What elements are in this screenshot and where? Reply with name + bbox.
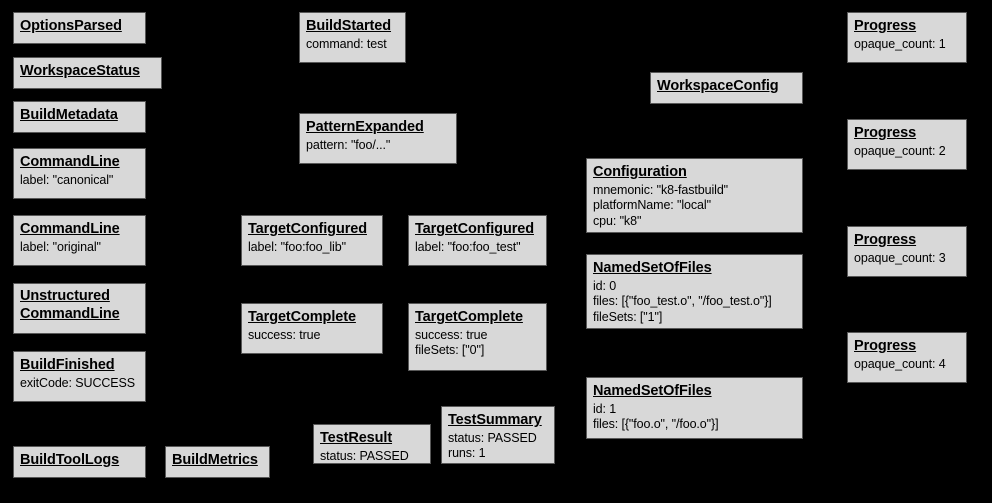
node-workspace-config[interactable]: WorkspaceConfig <box>650 72 803 104</box>
node-field: label: "original" <box>20 239 101 254</box>
node-fields: command: test <box>306 37 399 53</box>
node-title: Progress <box>854 232 917 248</box>
node-title: Configuration <box>593 164 687 180</box>
node-field: success: true <box>248 327 321 342</box>
node-progress-1[interactable]: Progress opaque_count: 1 <box>847 12 967 63</box>
node-fields: mnemonic: "k8-fastbuild"platformName: "l… <box>593 183 796 230</box>
node-progress-3[interactable]: Progress opaque_count: 3 <box>847 226 967 277</box>
node-title: CommandLine <box>20 221 120 237</box>
node-field: mnemonic: "k8-fastbuild" <box>593 182 729 197</box>
node-field: fileSets: ["0"] <box>415 343 485 358</box>
node-title: BuildMetadata <box>20 107 118 123</box>
node-field: id: 0 <box>593 278 617 293</box>
node-field: exitCode: SUCCESS <box>20 375 136 390</box>
node-field: cpu: "k8" <box>593 213 642 228</box>
node-field: pattern: "foo/..." <box>306 137 391 152</box>
node-field: label: "foo:foo_lib" <box>248 239 346 254</box>
node-fields: status: PASSED <box>320 448 424 463</box>
node-build-started[interactable]: BuildStarted command: test <box>299 12 406 63</box>
node-pattern-expanded[interactable]: PatternExpanded pattern: "foo/..." <box>299 113 457 164</box>
node-fields: label: "canonical" <box>20 173 139 189</box>
node-configuration[interactable]: Configuration mnemonic: "k8-fastbuild"pla… <box>586 158 803 233</box>
node-field: command: test <box>306 36 387 51</box>
node-title: BuildFinished <box>20 357 115 373</box>
node-field: opaque_count: 3 <box>854 250 946 265</box>
node-title: WorkspaceConfig <box>657 78 779 94</box>
node-title: TestResult <box>320 430 393 446</box>
node-field: fileSets: ["1"] <box>593 309 663 324</box>
node-fields: label: "original" <box>20 240 139 256</box>
node-title: Progress <box>854 18 917 34</box>
node-title: TestSummary <box>448 412 542 428</box>
node-field: id: 1 <box>593 401 617 416</box>
node-title: Progress <box>854 338 917 354</box>
node-title: TargetComplete <box>248 309 356 325</box>
node-command-line-canonical[interactable]: CommandLine label: "canonical" <box>13 148 146 199</box>
node-title: BuildMetrics <box>172 452 258 468</box>
node-field: status: PASSED <box>320 448 409 463</box>
node-title: WorkspaceStatus <box>20 63 140 79</box>
node-target-configured-foo-test[interactable]: TargetConfigured label: "foo:foo_test" <box>408 215 547 266</box>
node-field: opaque_count: 4 <box>854 356 946 371</box>
node-target-configured-foo-lib[interactable]: TargetConfigured label: "foo:foo_lib" <box>241 215 383 266</box>
node-field: files: [{"foo.o", "/foo.o"}] <box>593 417 719 432</box>
node-field: platformName: "local" <box>593 198 711 213</box>
node-fields: opaque_count: 3 <box>854 251 960 267</box>
node-fields: pattern: "foo/..." <box>306 138 450 154</box>
node-title: CommandLine <box>20 154 120 170</box>
node-build-tool-logs[interactable]: BuildToolLogs <box>13 446 146 478</box>
node-title: TargetConfigured <box>415 221 534 237</box>
node-title: NamedSetOfFiles <box>593 260 712 276</box>
node-title: OptionsParsed <box>20 18 122 34</box>
node-title: NamedSetOfFiles <box>593 383 712 399</box>
node-build-metadata[interactable]: BuildMetadata <box>13 101 146 133</box>
node-fields: opaque_count: 4 <box>854 357 960 373</box>
node-fields: label: "foo:foo_test" <box>415 240 540 256</box>
node-progress-2[interactable]: Progress opaque_count: 2 <box>847 119 967 170</box>
node-field: success: true <box>415 327 488 342</box>
node-field: opaque_count: 1 <box>854 36 946 51</box>
node-field: files: [{"foo_test.o", "/foo_test.o"}] <box>593 294 772 309</box>
node-field: label: "foo:foo_test" <box>415 239 521 254</box>
node-title: BuildToolLogs <box>20 452 120 468</box>
node-workspace-status[interactable]: WorkspaceStatus <box>13 57 162 89</box>
node-target-complete-lib[interactable]: TargetComplete success: true <box>241 303 383 354</box>
node-test-result[interactable]: TestResult status: PASSED <box>313 424 431 464</box>
node-fields: label: "foo:foo_lib" <box>248 240 376 256</box>
node-title: Progress <box>854 125 917 141</box>
node-fields: success: true <box>248 328 376 344</box>
node-field: runs: 1 <box>448 446 486 461</box>
node-command-line-original[interactable]: CommandLine label: "original" <box>13 215 146 266</box>
node-fields: opaque_count: 2 <box>854 144 960 160</box>
node-field: label: "canonical" <box>20 172 114 187</box>
node-progress-4[interactable]: Progress opaque_count: 4 <box>847 332 967 383</box>
node-title: TargetComplete <box>415 309 523 325</box>
node-title: PatternExpanded <box>306 119 424 135</box>
node-field: status: PASSED <box>448 430 537 445</box>
node-title: TargetConfigured <box>248 221 367 237</box>
node-fields: opaque_count: 1 <box>854 37 960 53</box>
node-options-parsed[interactable]: OptionsParsed <box>13 12 146 44</box>
node-unstructured-command-line[interactable]: Unstructured CommandLine <box>13 283 146 334</box>
node-build-finished[interactable]: BuildFinished exitCode: SUCCESS <box>13 351 146 402</box>
node-field: opaque_count: 2 <box>854 143 946 158</box>
node-title: BuildStarted <box>306 18 392 34</box>
node-fields: exitCode: SUCCESS <box>20 376 139 392</box>
node-title: Unstructured CommandLine <box>20 288 120 322</box>
node-build-metrics[interactable]: BuildMetrics <box>165 446 270 478</box>
